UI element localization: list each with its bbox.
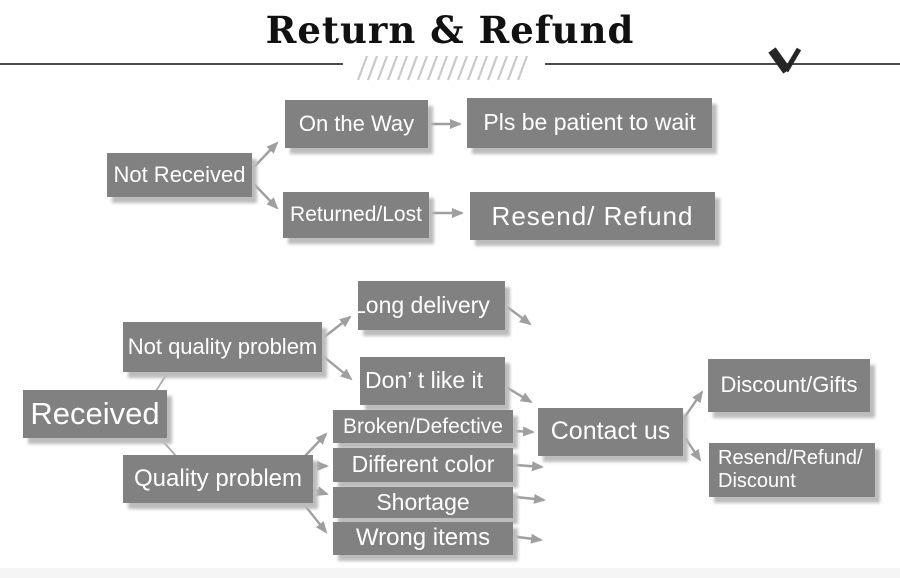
- node-returned-lost: Returned/Lost: [283, 192, 429, 238]
- arrow: [302, 502, 328, 534]
- arrow: [505, 385, 533, 404]
- connector-line: [159, 437, 177, 457]
- node-dont-like-it: Don’ t like it: [360, 357, 505, 405]
- arrow: [681, 390, 704, 422]
- node-resend-refund: Resend/ Refund: [470, 192, 715, 240]
- hatch-marks-icon: [356, 55, 529, 81]
- arrow: [253, 183, 279, 210]
- bottom-artifact-band: [0, 568, 900, 578]
- node-on-the-way: On the Way: [285, 100, 428, 148]
- arrow: [322, 315, 352, 339]
- node-wrong-items: Wrong items: [333, 522, 513, 555]
- node-not-received: Not Received: [107, 153, 252, 197]
- node-different-color: Different color: [333, 448, 513, 482]
- arrow: [515, 461, 544, 472]
- arrow: [505, 305, 532, 326]
- arrow: [313, 486, 329, 496]
- node-contact-us: Contact us: [538, 408, 683, 456]
- node-discount-gifts: Discount/Gifts: [708, 359, 870, 412]
- arrow: [681, 432, 702, 462]
- node-broken-defective: Broken/Defective: [333, 410, 513, 443]
- arrow: [513, 426, 535, 437]
- arrow: [304, 432, 328, 457]
- node-shortage: Shortage: [333, 487, 513, 518]
- divider-line-left: [0, 63, 343, 65]
- node-resend-refund-discount: Resend/Refund/ Discount: [709, 443, 875, 497]
- arrow: [322, 355, 353, 381]
- node-pls-be-patient: Pls be patient to wait: [467, 98, 712, 148]
- node-quality-problem: Quality problem: [123, 455, 313, 503]
- node-received: Received: [23, 390, 167, 438]
- connector-line: [155, 371, 169, 392]
- node-not-quality-problem: Not quality problem: [123, 322, 322, 372]
- plain-connectors: [155, 371, 177, 457]
- chevron-down-icon: [768, 47, 802, 74]
- divider-line-right: [545, 63, 900, 65]
- node-long-delivery: Long delivery: [358, 281, 505, 330]
- page-title: Return & Refund: [265, 8, 635, 52]
- arrow: [515, 493, 546, 504]
- arrow: [253, 141, 279, 168]
- arrow-connectors: [253, 119, 704, 544]
- arrow: [509, 533, 543, 544]
